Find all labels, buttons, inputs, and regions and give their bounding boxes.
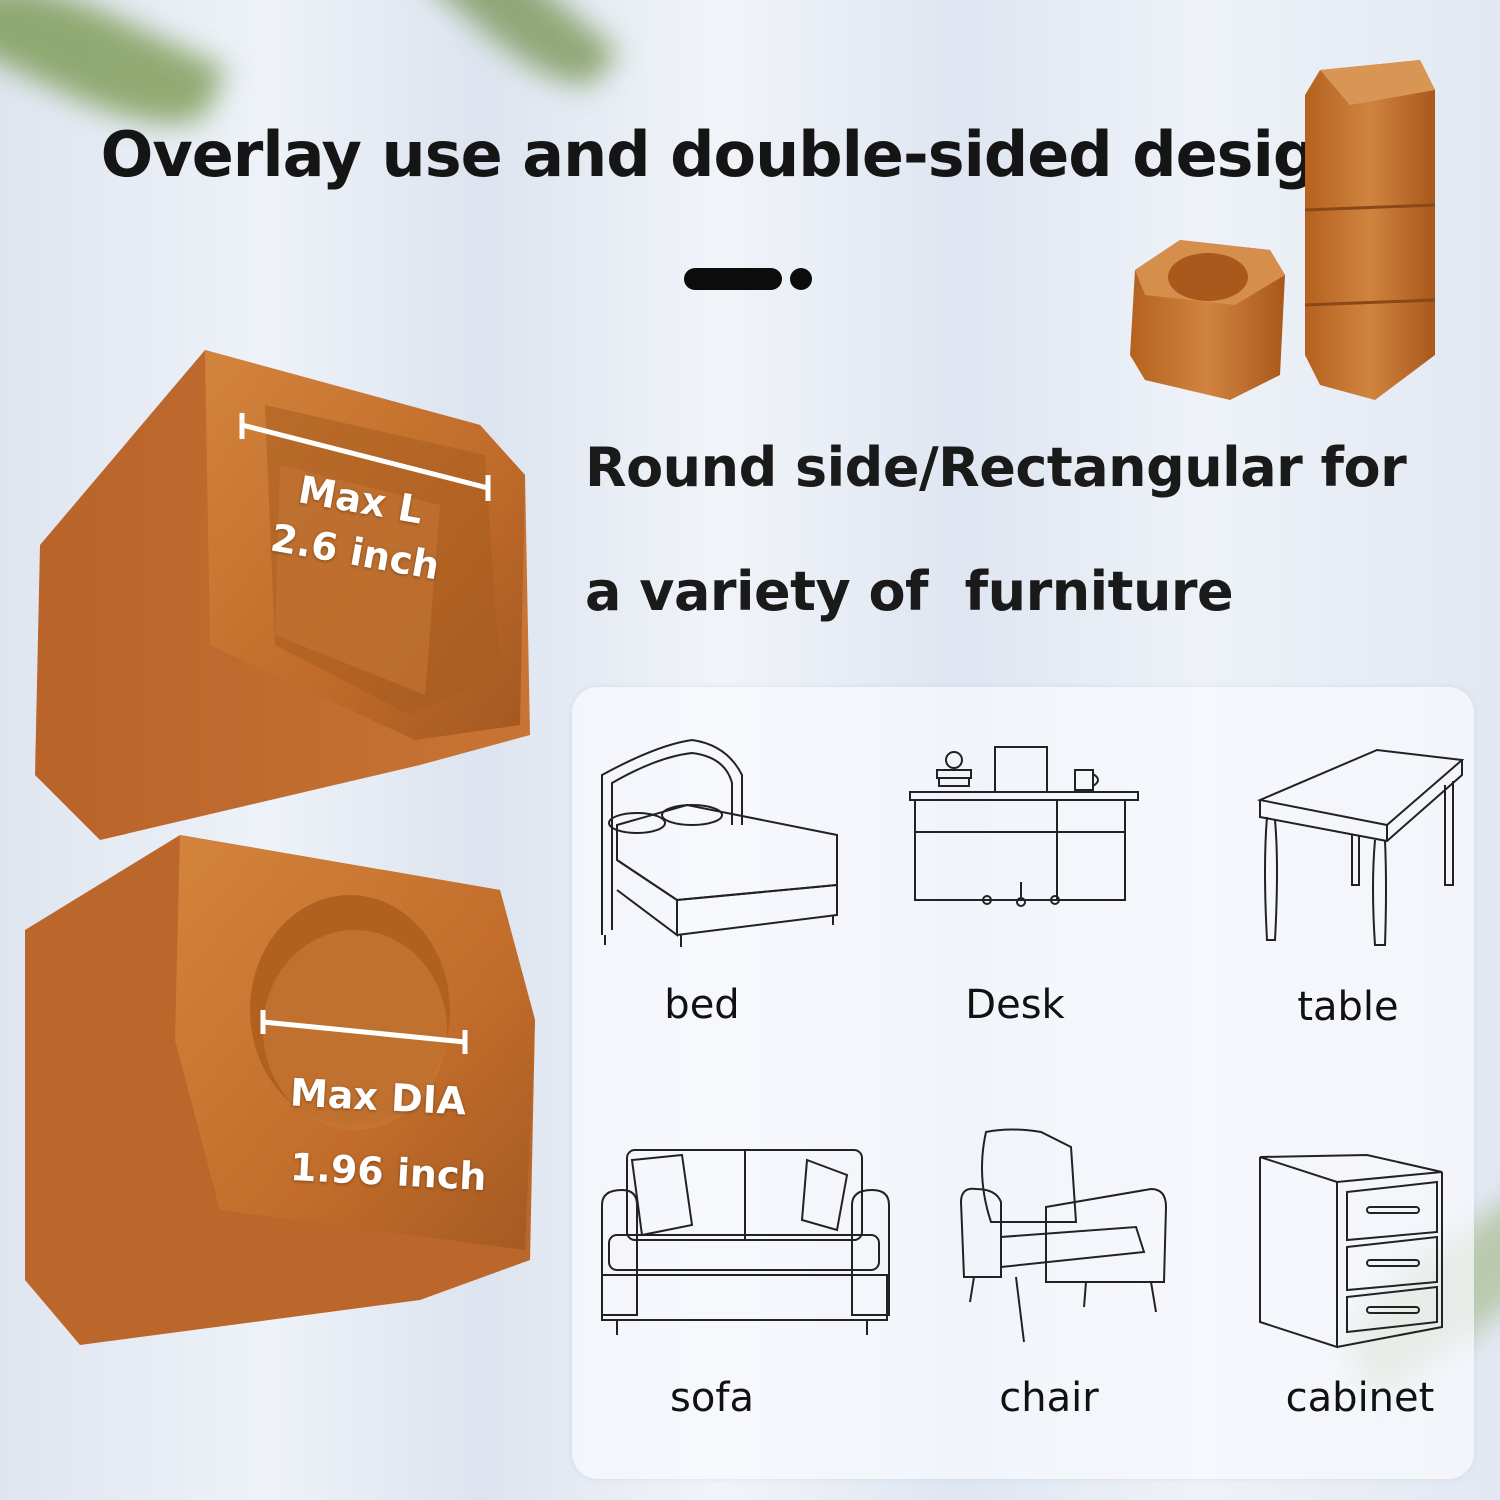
subheading-line-1: Round side/Rectangular for — [585, 436, 1407, 499]
bed-icon — [601, 738, 838, 947]
bottom-block-label-1: Max DIA — [288, 1070, 468, 1124]
subheading-line-2: a variety of furniture — [585, 560, 1234, 623]
decorative-dash — [684, 268, 782, 290]
cabinet-icon — [1259, 1153, 1443, 1349]
furniture-panel: bed Desk table — [572, 687, 1474, 1479]
table-icon — [1257, 748, 1465, 946]
desk-icon — [909, 746, 1139, 907]
furniture-label-cabinet: cabinet — [1285, 1375, 1435, 1421]
furniture-label-table: table — [1297, 984, 1399, 1030]
furniture-label-sofa: sofa — [670, 1375, 754, 1421]
furniture-label-desk: Desk — [965, 982, 1065, 1028]
stacked-risers-image — [1130, 60, 1436, 400]
furniture-label-chair: chair — [999, 1375, 1099, 1421]
headline: Overlay use and double-sided design — [100, 118, 1361, 191]
chair-icon — [959, 1128, 1168, 1343]
wood-block-round — [25, 835, 535, 1345]
decorative-dot — [790, 268, 812, 290]
furniture-label-bed: bed — [664, 982, 740, 1028]
sofa-icon — [601, 1149, 890, 1335]
wood-block-rectangular — [35, 350, 530, 840]
